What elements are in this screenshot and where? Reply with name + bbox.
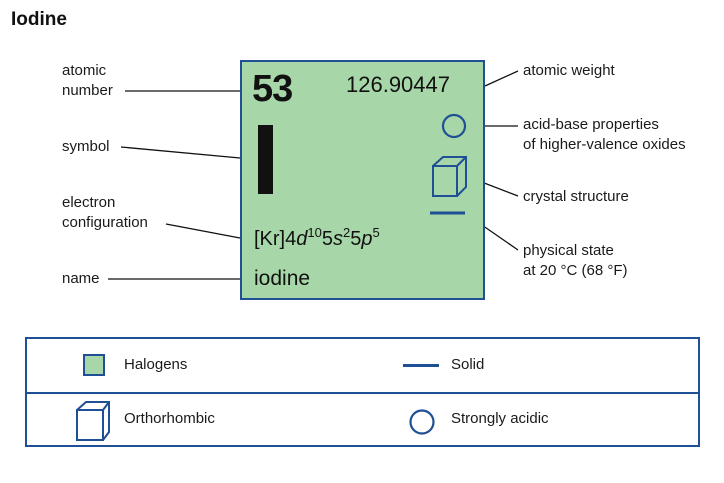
label-atomic-number: atomic number xyxy=(62,62,113,99)
element-card: 53 126.90447 I [Kr]4d105s25p5 iodine xyxy=(240,60,485,300)
label-electron-configuration: electron configuration xyxy=(62,194,148,231)
atomic-number: 53 xyxy=(252,68,293,110)
label-symbol: symbol xyxy=(62,138,110,155)
leader-electron-configuration xyxy=(165,223,241,239)
label-atomic-weight: atomic weight xyxy=(523,62,615,79)
halogen-swatch-icon xyxy=(83,354,105,376)
page-title: Iodine xyxy=(11,9,67,30)
circle-icon xyxy=(441,113,467,139)
legend-category: Halogens xyxy=(124,356,188,373)
label-acid-base: acid-base properties of higher-valence o… xyxy=(523,116,686,153)
leader-atomic-weight xyxy=(484,70,519,87)
element-symbol: I xyxy=(258,125,273,194)
legend-divider xyxy=(27,392,698,394)
legend-solid-bar-icon xyxy=(403,364,439,367)
label-crystal-structure: crystal structure xyxy=(523,188,629,205)
legend-crystal: Orthorhombic xyxy=(124,410,215,427)
legend-circle-icon xyxy=(409,409,435,435)
leader-symbol xyxy=(120,146,241,159)
legend-acidity: Strongly acidic xyxy=(451,410,549,427)
orthorhombic-prism-icon xyxy=(432,156,467,197)
atomic-weight: 126.90447 xyxy=(346,72,450,97)
label-name: name xyxy=(62,270,100,287)
label-physical-state: physical state at 20 °C (68 °F) xyxy=(523,242,628,279)
legend-box: Halogens Solid Orthorhombic Strongly aci… xyxy=(25,337,700,447)
legend-orthorhombic-prism-icon xyxy=(76,401,110,441)
electron-configuration: [Kr]4d105s25p5 xyxy=(254,225,380,250)
legend-state: Solid xyxy=(451,356,485,373)
element-name: iodine xyxy=(254,267,311,290)
